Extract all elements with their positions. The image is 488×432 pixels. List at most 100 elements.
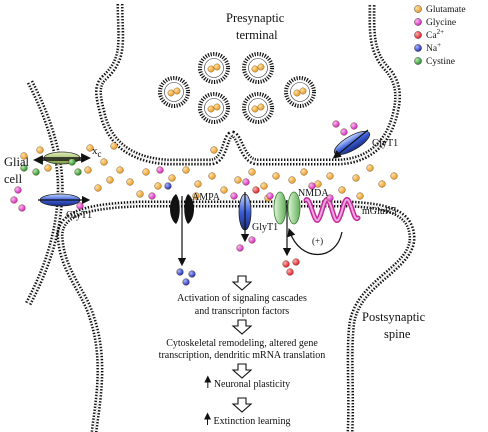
glutamate-molecule (20, 152, 28, 160)
glyt1-postsynaptic-label: GlyT1 (252, 222, 278, 233)
cascade-step-text: transcription, dendritic mRNA translatio… (159, 350, 326, 361)
glycine-molecule (230, 192, 238, 200)
cascade-step-text: Neuronal plasticity (214, 379, 290, 390)
cascade-step-text: and transcripton factors (195, 306, 290, 317)
cascade-step-text: Cytoskeletal remodeling, altered gene (166, 338, 318, 349)
legend-item: Glycine (414, 18, 456, 28)
legend-swatch (414, 31, 422, 39)
glutamate-molecule (272, 172, 280, 180)
glycine-molecule (266, 192, 274, 200)
cystine-molecule (20, 164, 28, 172)
feedback-arrow (287, 228, 343, 256)
glutamate-molecule (94, 184, 102, 192)
presynaptic-label-line2: terminal (236, 28, 278, 42)
glutamate-molecule (194, 180, 202, 188)
legend-item: Na+ (414, 41, 441, 54)
vesicle (284, 76, 316, 108)
sodium-molecule (176, 268, 184, 276)
glutamate-molecule (84, 166, 92, 174)
legend-label: Ca2+ (426, 28, 444, 41)
cystine-molecule (68, 158, 76, 166)
glutamate-molecule (110, 142, 118, 150)
glutamate-molecule (116, 166, 124, 174)
legend-label: Glycine (426, 18, 456, 28)
legend-label: Glutamate (426, 5, 466, 15)
mglur5-receptor (303, 197, 361, 223)
glycine-molecule (332, 120, 340, 128)
glutamate-molecule (288, 176, 296, 184)
nmda-receptor (273, 191, 301, 257)
glutamate-molecule (234, 176, 242, 184)
nmda-label: NMDA (298, 188, 329, 199)
glycine-molecule (242, 178, 250, 186)
sodium-molecule (164, 182, 172, 190)
vesicle (242, 92, 274, 124)
glycine-molecule (10, 196, 18, 204)
vesicle (158, 76, 190, 108)
flow-arrow (231, 319, 253, 335)
xc-label: xc (92, 145, 102, 159)
glycine-molecule (236, 244, 244, 252)
sodium-molecule (188, 270, 196, 278)
vesicle (198, 92, 230, 124)
glycine-molecule (18, 204, 26, 212)
glutamate-molecule (352, 174, 360, 182)
glycine-molecule (350, 122, 358, 130)
glycine-molecule (340, 128, 348, 136)
glutamate-molecule (136, 190, 144, 198)
legend-item: Cystine (414, 57, 455, 67)
feedback-label: (+) (312, 236, 323, 246)
calcium-molecule (292, 258, 300, 266)
molecules (10, 120, 398, 286)
presynaptic-label-line1: Presynaptic (226, 11, 285, 25)
glutamate-molecule (390, 172, 398, 180)
glutamate-molecule (44, 164, 52, 172)
flow-arrow (231, 363, 253, 379)
flow-arrow (231, 397, 253, 413)
legend-item: Ca2+ (414, 28, 444, 41)
vesicle (242, 52, 274, 84)
calcium-molecule (286, 268, 294, 276)
glutamate-molecule (154, 182, 162, 190)
cystine-molecule (74, 168, 82, 176)
ampa-receptor (170, 194, 194, 267)
vesicle (198, 52, 230, 84)
glyt1-presynaptic-label: GlyT1 (372, 138, 398, 149)
glutamate-molecule (210, 146, 218, 154)
glyt1-glial-transporter (38, 193, 91, 207)
legend-label: Na+ (426, 41, 441, 54)
flow-arrow (231, 275, 253, 291)
glycine-molecule (156, 166, 164, 174)
glutamate-molecule (168, 174, 176, 182)
xc-transporter (33, 151, 91, 165)
cystine-molecule (32, 168, 40, 176)
glycine-molecule (76, 202, 84, 210)
glutamate-molecule (356, 192, 364, 200)
glial-label-line2: cell (4, 172, 23, 186)
glutamate-molecule (248, 168, 256, 176)
glutamate-molecule (182, 166, 190, 174)
legend-label: Cystine (426, 57, 455, 67)
glutamate-molecule (192, 192, 200, 200)
legend-swatch (414, 18, 422, 26)
legend-item: Glutamate (414, 5, 466, 15)
glutamate-molecule (326, 172, 334, 180)
glutamate-molecule (126, 178, 134, 186)
glyt1-postsynaptic-transporter (238, 192, 252, 243)
glutamate-molecule (100, 158, 108, 166)
glutamate-molecule (208, 172, 216, 180)
legend-swatch (414, 5, 422, 13)
sodium-molecule (182, 278, 190, 286)
glutamate-molecule (142, 168, 150, 176)
postsynaptic-label-line1: Postsynaptic (362, 310, 426, 324)
glutamate-molecule (300, 168, 308, 176)
mglur5-label: mGluR5 (362, 206, 396, 217)
glycine-molecule (148, 192, 156, 200)
postsynaptic-label-line2: spine (384, 327, 411, 341)
glutamate-molecule (260, 182, 268, 190)
glutamate-molecule (366, 164, 374, 172)
calcium-molecule (252, 186, 260, 194)
